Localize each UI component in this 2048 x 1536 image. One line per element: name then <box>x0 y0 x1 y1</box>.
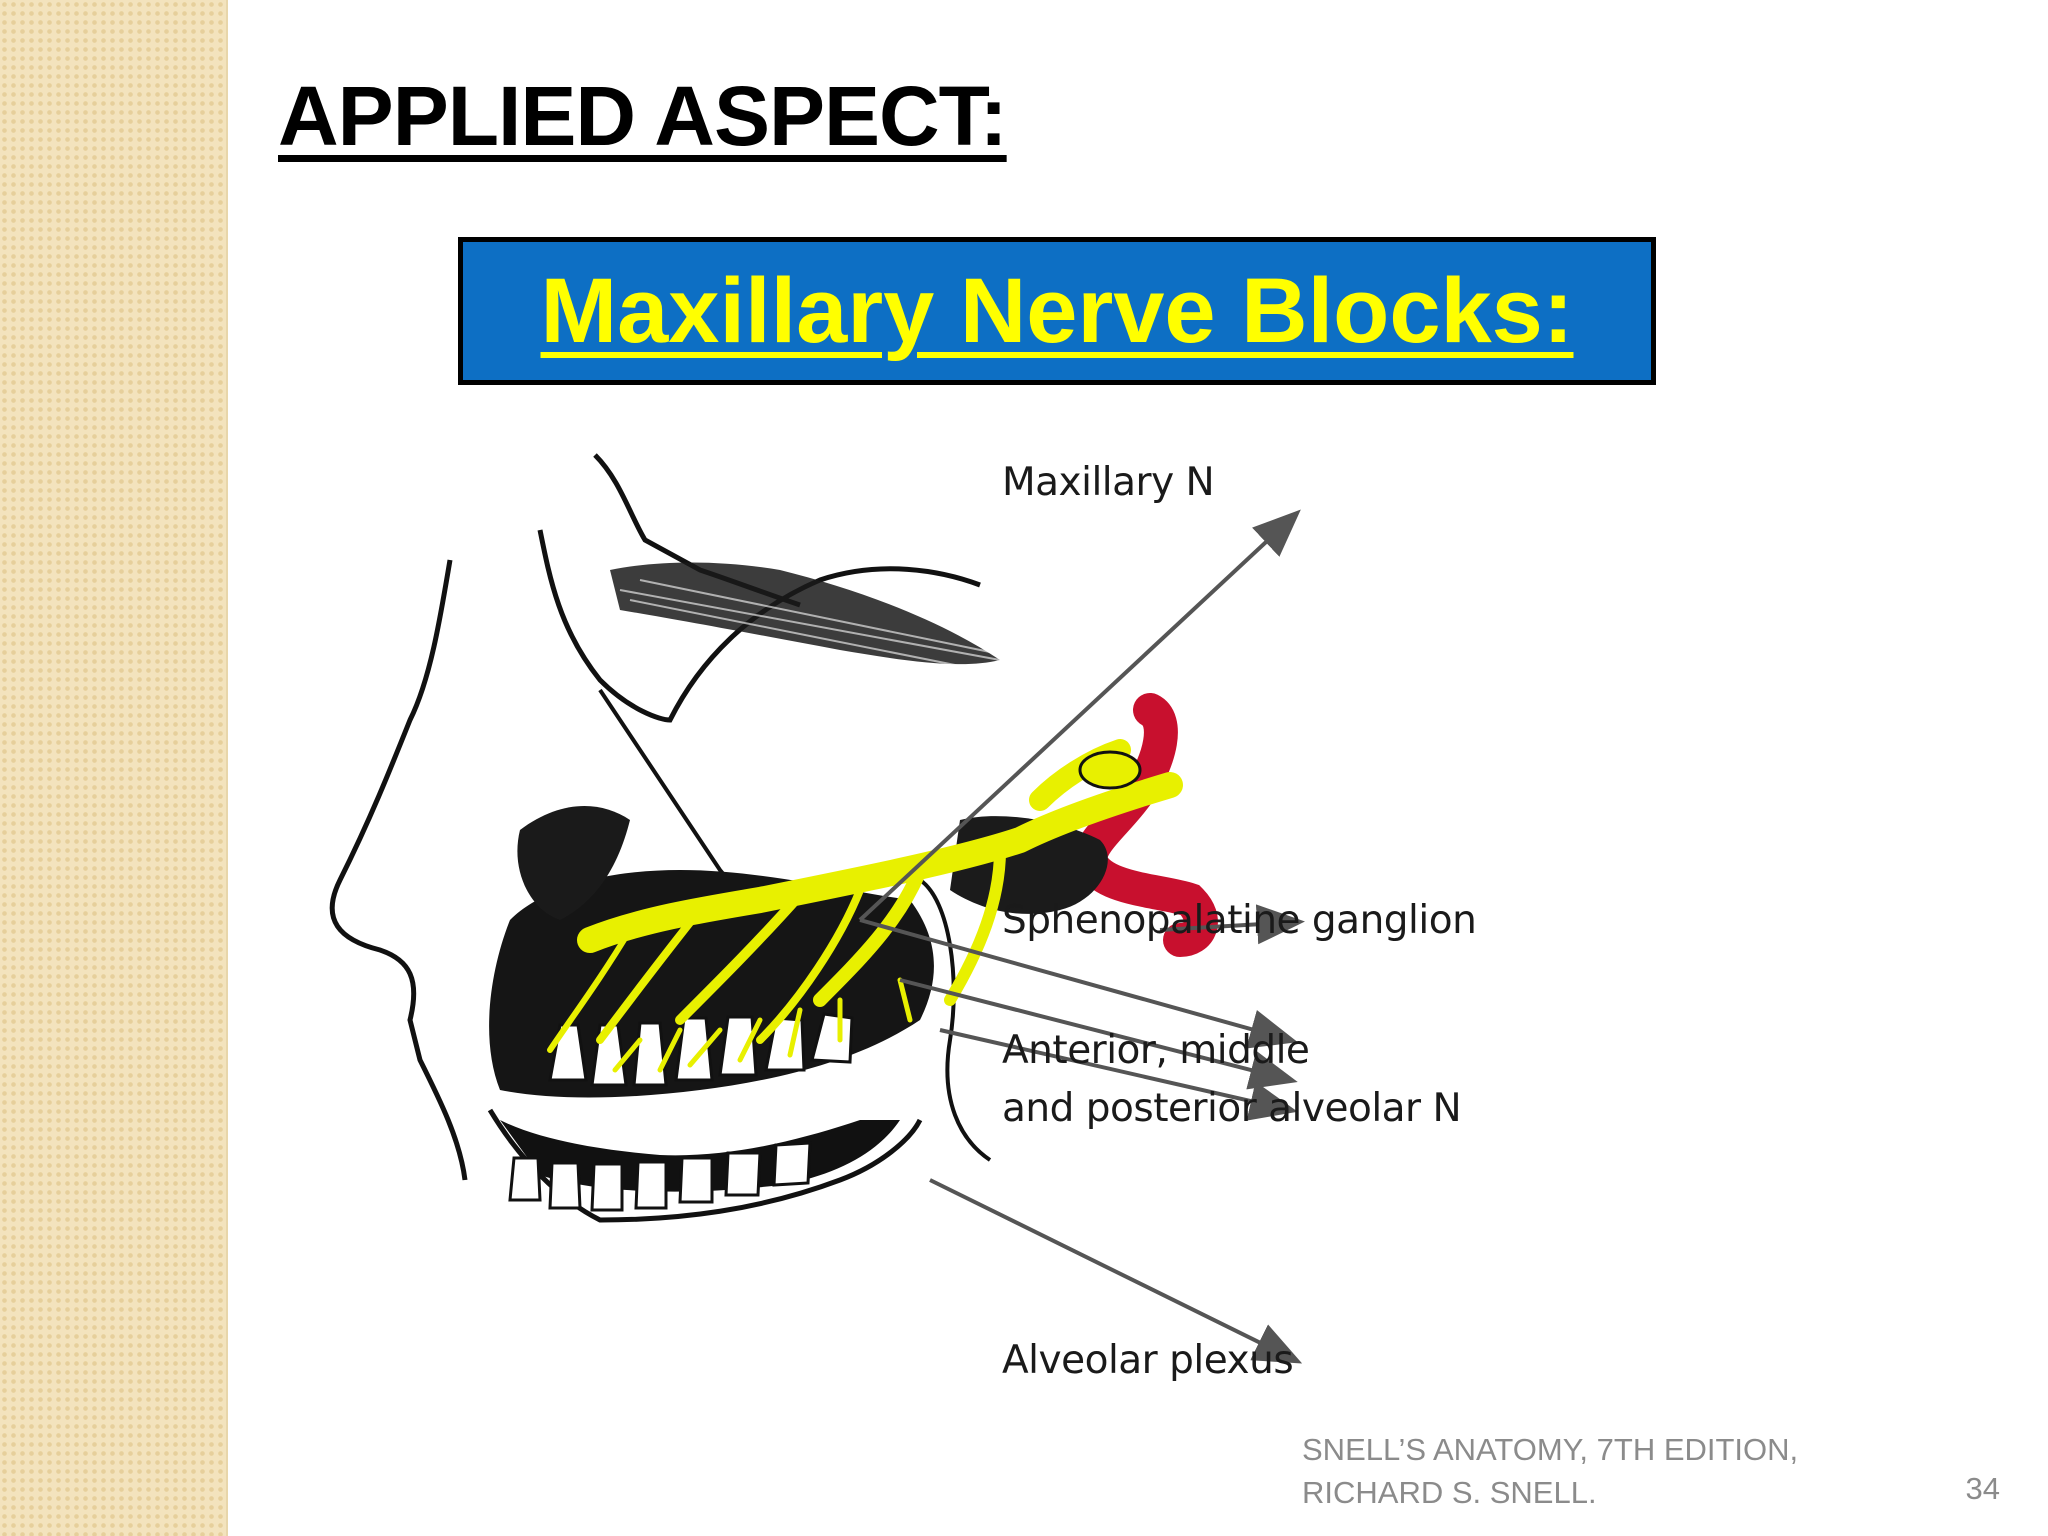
label-alveolar-n-line1: Anterior, middle <box>1002 1028 1310 1073</box>
maxillary-nerve-diagram: Maxillary N Sphenopalatine ganglion Ante… <box>300 420 1820 1420</box>
slide-title: APPLIED ASPECT: <box>278 69 1008 163</box>
sphenopalatine-ganglion <box>1078 750 1142 790</box>
upper-teeth <box>548 1012 854 1087</box>
citation-line1: SNELL’S ANATOMY, 7TH EDITION, <box>1302 1432 1799 1467</box>
banner-title: Maxillary Nerve Blocks: <box>540 259 1574 362</box>
diagram-illustration <box>329 453 1305 1364</box>
orbit-outline <box>537 529 981 723</box>
label-alveolar-plexus: Alveolar plexus <box>1002 1338 1294 1383</box>
pointer-lines <box>858 509 1305 1364</box>
label-maxillary-n: Maxillary N <box>1002 460 1215 505</box>
page-number: 34 <box>1965 1471 2000 1506</box>
lower-teeth <box>508 1141 812 1212</box>
decorative-side-strip <box>0 0 228 1536</box>
lower-jaw <box>487 1108 923 1223</box>
section-banner: Maxillary Nerve Blocks: <box>458 237 1656 385</box>
label-sphenopalatine-ganglion: Sphenopalatine ganglion <box>1002 898 1477 943</box>
citation-line2: RICHARD S. SNELL. <box>1302 1475 1597 1510</box>
label-alveolar-n-line2: and posterior alveolar N <box>1002 1086 1462 1131</box>
source-citation: SNELL’S ANATOMY, 7TH EDITION, RICHARD S.… <box>1302 1428 1862 1514</box>
